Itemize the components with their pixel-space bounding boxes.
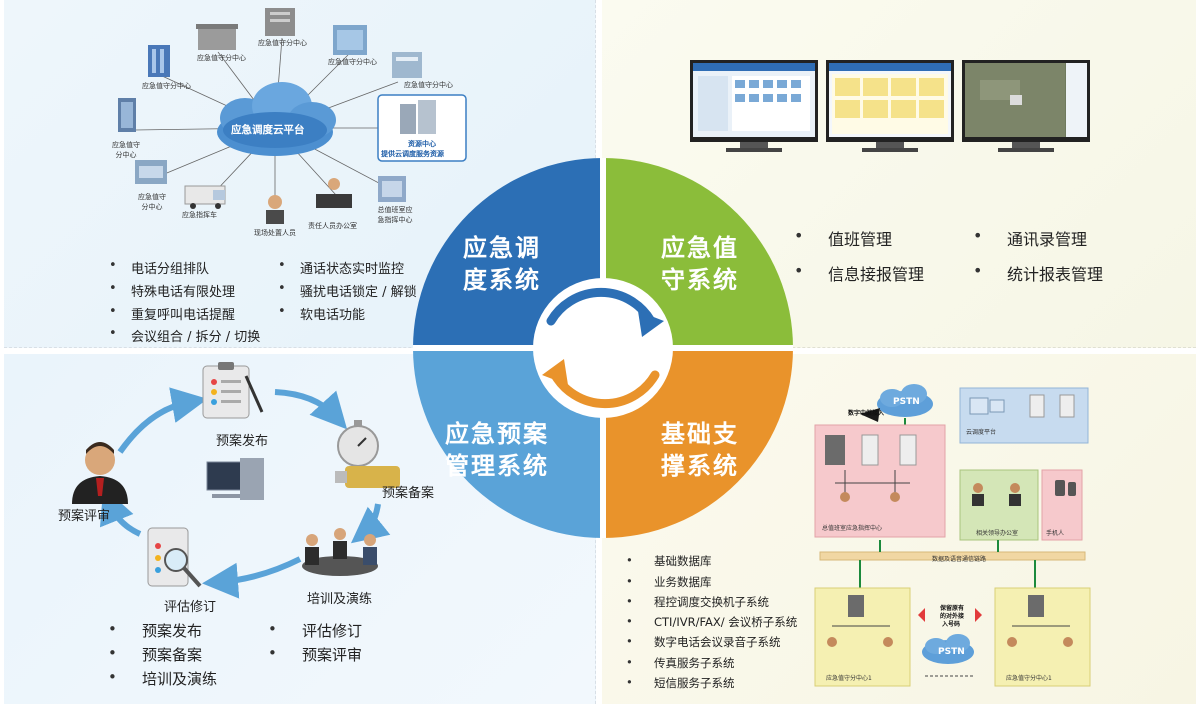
dispatch-feature: 通话状态实时监控 [278,258,404,277]
duty-feature: 统计报表管理 [973,261,1103,285]
plan-feature: 预案发布 [108,620,202,641]
monitor-screens [690,60,1090,152]
node-label: 现场处置人员 [254,229,296,237]
computer-icon [206,458,264,500]
node-label: 应急值守分中心 [404,81,453,89]
pstn-label: PSTN [938,647,965,657]
monitor-icon [826,60,954,152]
duty-title-line: 守系统 [661,266,739,294]
main-center-label: 总值班室应急指挥中心 [822,525,883,532]
node-label: 应急值守分中心 [138,193,166,211]
dispatch-feature: 电话分组排队 [109,258,209,277]
node-label: 应急值守分中心 [112,141,140,159]
network-topology-diagram [814,384,1091,687]
monitor-icon [962,60,1090,152]
support-title-line: 撑系统 [661,452,739,480]
plan-title-line: 管理系统 [445,452,549,480]
duty-title-line: 应急值 [661,234,739,262]
leader-office-label: 相关领导办公室 [976,530,1019,537]
pstn-cloud-icon [877,384,933,417]
node-label: 应急值守分中心 [328,58,377,66]
duty-feature: 值班管理 [794,226,892,250]
dispatch-feature: 会议组合 / 拆分 / 切换 [109,326,260,345]
node-label: 责任人员办公室 [308,222,357,230]
node-label: 总值班室应急指挥中心 [377,206,413,224]
system-circle [413,158,793,538]
resource-center-desc: 提供云调度服务资源 [381,150,444,158]
support-system-title: 基础支 撑系统 [650,418,750,482]
plan-cycle-diagram [72,362,400,599]
support-feature: 传真服务子系统 [626,655,734,671]
pstn-cloud-icon [922,634,974,664]
backup-line-label: 保留原有 [940,605,965,612]
support-feature: 短信服务子系统 [626,675,734,691]
cloud-platform-label: 应急调度云平台 [231,124,305,136]
dispatch-feature: 骚扰电话锁定 / 解锁 [278,281,417,300]
dispatch-feature: 特殊电话有限处理 [109,281,235,300]
support-title-line: 基础支 [661,420,739,448]
cycle-label-review: 预案评审 [58,509,111,524]
plan-system-title: 应急预案 管理系统 [432,418,562,482]
cloud-platform-node-label: 云调度平台 [966,429,997,436]
building-icon [118,8,422,224]
sub-center-label: 应急值守分中心1 [826,675,872,682]
dispatch-system-title: 应急调 度系统 [452,232,552,296]
bus-label: 数据及语音通信链路 [932,556,987,563]
support-feature: 程控调度交换机子系统 [626,594,769,610]
node-label: 应急值守分中心 [197,54,246,62]
digital-relay-label: 数字中继接入 [848,410,885,417]
phone-user-label: 手机人 [1046,530,1065,537]
dispatch-title-line: 应急调 [463,234,541,262]
stopwatch-icon [335,420,400,488]
dispatch-feature: 重复呼叫电话提醒 [109,304,235,323]
cloud-icon [217,82,336,156]
backup-line-label: 入号码 [942,621,961,628]
node-label: 应急指挥车 [182,211,217,219]
plan-feature: 预案备案 [108,644,202,665]
resource-center-label: 资源中心 [408,140,436,148]
cycle-arrows-icon [542,287,664,409]
backup-line-label: 的对外接 [940,613,965,620]
duty-feature: 信息接报管理 [794,261,924,285]
dispatch-feature: 软电话功能 [278,304,365,323]
plan-feature: 预案评审 [268,644,362,665]
meeting-icon [302,528,378,576]
plan-title-line: 应急预案 [445,420,549,448]
person-icon [72,442,128,504]
clipboard-search-icon [147,527,202,588]
duty-feature: 通讯录管理 [973,226,1087,250]
monitor-icon [690,60,818,152]
support-feature: 基础数据库 [626,553,711,569]
cloud-network-diagram [118,8,467,224]
node-label: 应急值守分中心 [258,39,307,47]
plan-feature: 评估修订 [268,620,362,641]
support-feature: CTI/IVR/FAX/ 会议桥子系统 [626,614,797,630]
clipboard-icon [202,362,264,419]
dispatch-title-line: 度系统 [463,266,541,294]
cycle-label-publish: 预案发布 [216,434,269,449]
support-feature: 业务数据库 [626,574,711,590]
cycle-label-file: 预案备案 [382,486,435,501]
duty-system-title: 应急值 守系统 [650,232,750,296]
pstn-label: PSTN [893,397,920,407]
cycle-label-train: 培训及演练 [307,592,373,607]
plan-feature: 培训及演练 [108,668,217,689]
node-label: 应急值守分中心 [142,82,191,90]
sub-center-label: 应急值守分中心1 [1006,675,1052,682]
support-feature: 数字电话会议录音子系统 [626,634,780,650]
cycle-label-evaluate: 评估修订 [164,600,217,615]
